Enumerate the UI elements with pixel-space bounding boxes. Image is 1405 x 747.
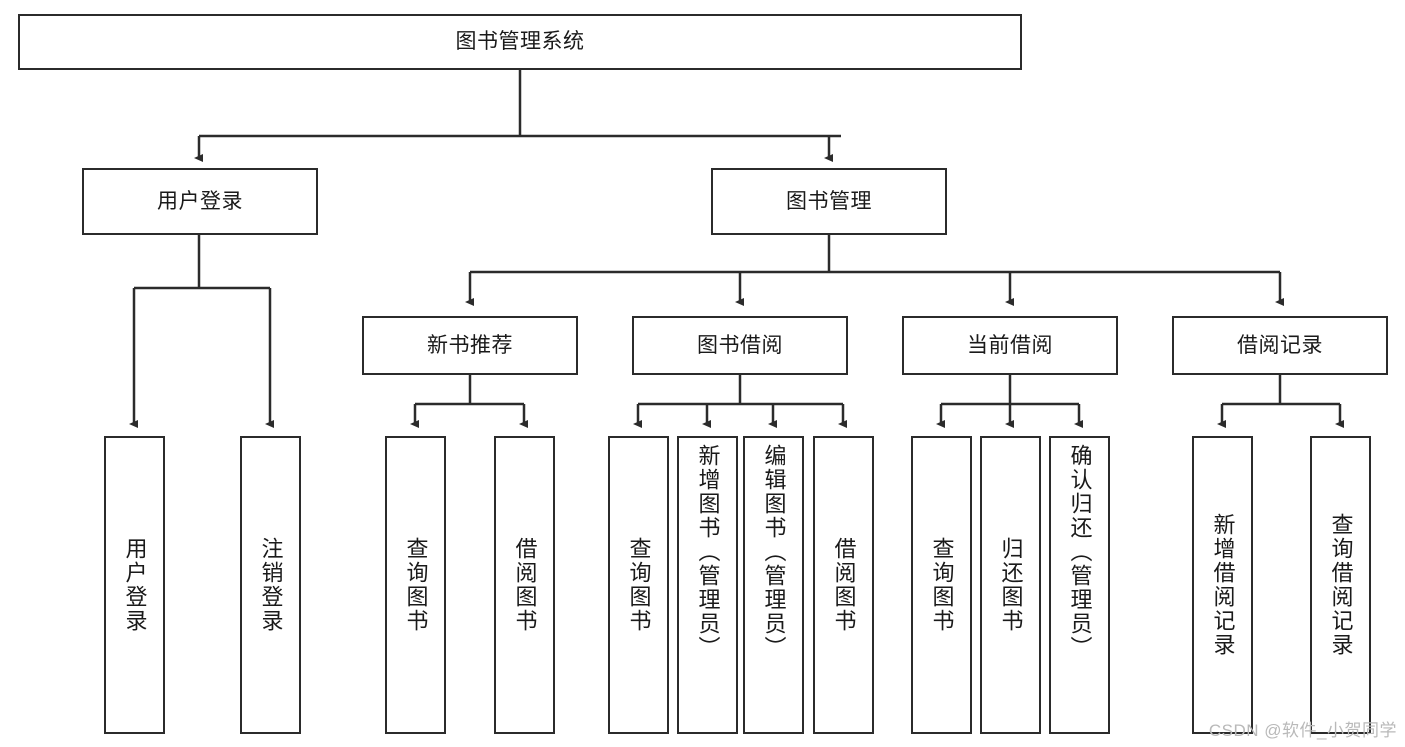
leaf-user-login-do-login[interactable]: 用户登录 (104, 436, 165, 734)
leaf-borrow-record-add-record[interactable]: 新增借阅记录 (1192, 436, 1253, 734)
leaf-book-borrow-borrow-book[interactable]: 借阅图书 (813, 436, 874, 734)
leaf-book-borrow-edit-book-admin[interactable]: 编辑图书（管理员） (743, 436, 804, 734)
node-new-book-recommend[interactable]: 新书推荐 (362, 316, 578, 375)
node-label: 注销登录 (258, 537, 284, 633)
leaf-current-borrow-query-book[interactable]: 查询图书 (911, 436, 972, 734)
node-label: 查询图书 (626, 537, 652, 633)
leaf-current-borrow-confirm-return-admin[interactable]: 确认归还（管理员） (1049, 436, 1110, 734)
leaf-book-borrow-query-book[interactable]: 查询图书 (608, 436, 669, 734)
node-label: 借阅记录 (1237, 333, 1323, 357)
node-current-borrow[interactable]: 当前借阅 (902, 316, 1118, 375)
node-root-library-system[interactable]: 图书管理系统 (18, 14, 1022, 70)
leaf-user-login-logout[interactable]: 注销登录 (240, 436, 301, 734)
node-label: 图书管理系统 (455, 30, 585, 54)
node-label: 当前借阅 (967, 333, 1053, 357)
leaf-book-borrow-add-book-admin[interactable]: 新增图书（管理员） (677, 436, 738, 734)
leaf-borrow-record-query-record[interactable]: 查询借阅记录 (1310, 436, 1371, 734)
node-book-management[interactable]: 图书管理 (711, 168, 947, 235)
node-label: 图书借阅 (697, 333, 783, 357)
node-user-login[interactable]: 用户登录 (82, 168, 318, 235)
node-label: 新增图书（管理员） (695, 444, 721, 660)
leaf-new-book-borrow-book[interactable]: 借阅图书 (494, 436, 555, 734)
node-label: 归还图书 (998, 537, 1024, 633)
node-label: 用户登录 (157, 189, 243, 213)
node-label: 查询借阅记录 (1328, 513, 1354, 657)
node-label: 查询图书 (403, 537, 429, 633)
node-label: 编辑图书（管理员） (761, 444, 787, 660)
node-book-borrow[interactable]: 图书借阅 (632, 316, 848, 375)
node-label: 借阅图书 (831, 537, 857, 633)
node-label: 图书管理 (786, 189, 872, 213)
node-label: 用户登录 (122, 537, 148, 633)
node-label: 新书推荐 (427, 333, 513, 357)
node-borrow-record[interactable]: 借阅记录 (1172, 316, 1388, 375)
csdn-watermark: CSDN @软件_小贺同学 (1208, 721, 1397, 740)
leaf-new-book-query-book[interactable]: 查询图书 (385, 436, 446, 734)
node-label: 确认归还（管理员） (1067, 444, 1093, 660)
node-label: 借阅图书 (512, 537, 538, 633)
node-label: 查询图书 (929, 537, 955, 633)
leaf-current-borrow-return-book[interactable]: 归还图书 (980, 436, 1041, 734)
node-label: 新增借阅记录 (1210, 513, 1236, 657)
